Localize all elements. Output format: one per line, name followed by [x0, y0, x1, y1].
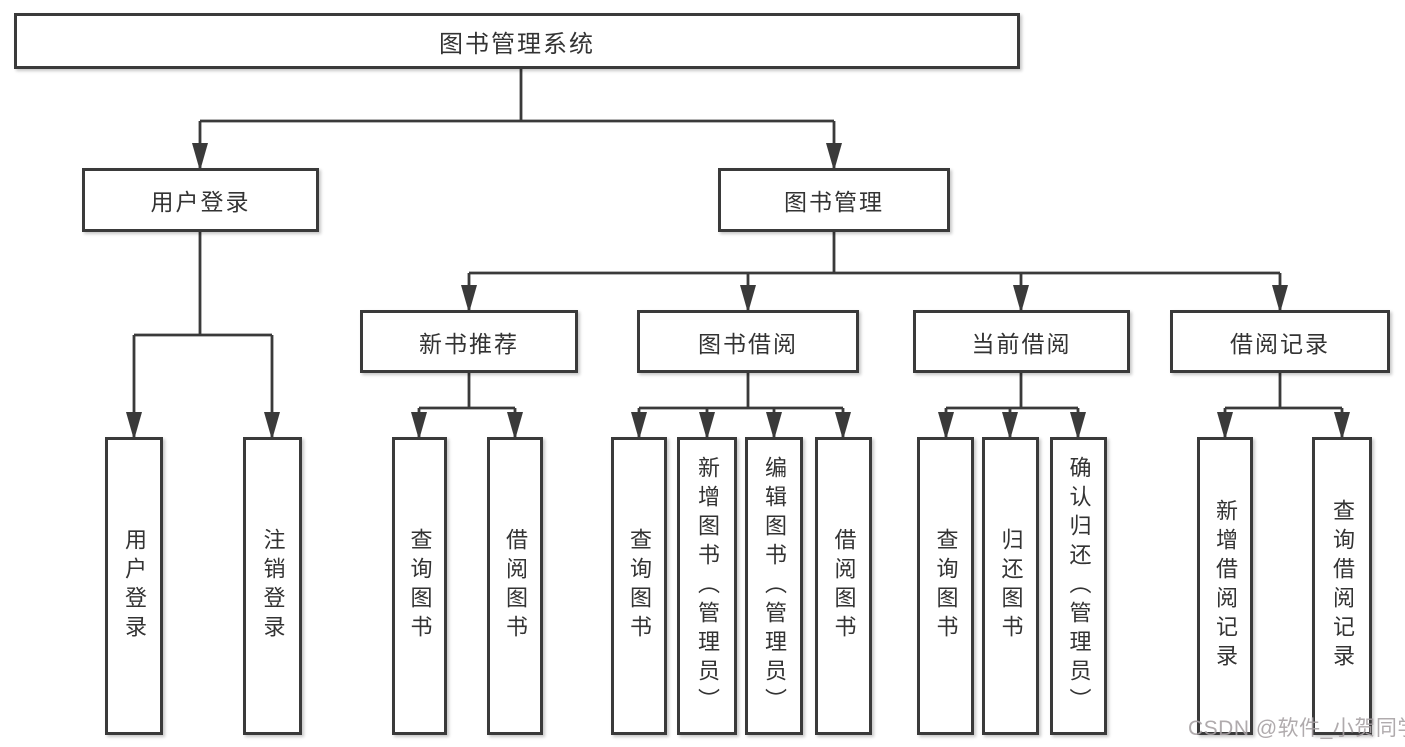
arrowheads [126, 143, 1350, 440]
node-book-management: 图书管理 [718, 168, 950, 232]
leaf-borrow-books-recommend: 借阅图书 [487, 437, 543, 735]
leaf-borrow-books: 借阅图书 [815, 437, 872, 735]
leaf-user-login: 用户登录 [105, 437, 163, 735]
node-borrowing-records: 借阅记录 [1170, 310, 1390, 373]
node-book-borrowing: 图书借阅 [637, 310, 859, 373]
leaf-logout: 注销登录 [243, 437, 302, 735]
leaf-query-books-recommend: 查询图书 [392, 437, 447, 735]
node-new-book-recommendation: 新书推荐 [360, 310, 578, 373]
csdn-watermark: CSDN @软件_小贺同学 [1188, 717, 1405, 740]
leaf-add-borrow-record: 新增借阅记录 [1197, 437, 1253, 735]
leaf-query-books-borrowing: 查询图书 [611, 437, 667, 735]
leaf-return-book: 归还图书 [982, 437, 1039, 735]
node-library-system: 图书管理系统 [14, 13, 1020, 69]
node-current-borrowing: 当前借阅 [913, 310, 1130, 373]
node-user-login: 用户登录 [82, 168, 319, 232]
leaf-edit-book-admin: 编辑图书（管理员） [745, 437, 803, 735]
leaf-confirm-return-admin: 确认归还（管理员） [1050, 437, 1107, 735]
leaf-query-books-current: 查询图书 [917, 437, 974, 735]
leaf-query-borrow-record: 查询借阅记录 [1312, 437, 1372, 735]
leaf-add-book-admin: 新增图书（管理员） [677, 437, 737, 735]
